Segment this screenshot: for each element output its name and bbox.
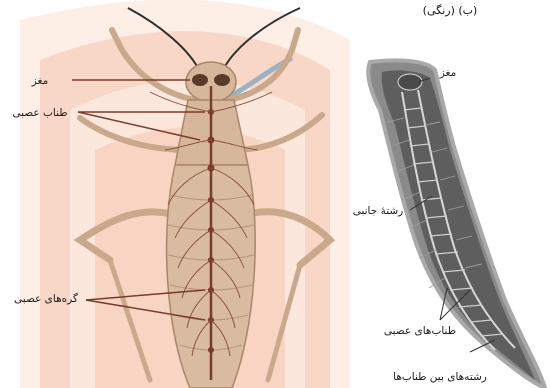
insect-brain-right-lobe xyxy=(214,74,230,86)
insect-label-nerve-cord: طناب عصبی xyxy=(12,107,67,119)
insect-brain-left-lobe xyxy=(192,74,208,86)
insect-label-ganglia: گره‌های عصبی xyxy=(14,292,78,305)
flatworm-label-brain: مغز xyxy=(439,67,456,79)
flatworm-figure: مغز رشتهٔ جانبی طناب‌های عصبی رشته‌های ب… xyxy=(353,60,545,388)
insect-label-brain: مغز xyxy=(31,75,48,87)
flatworm-label-nerve-cords: طناب‌های عصبی xyxy=(384,325,456,337)
flatworm-label-connecting-fibers: رشته‌های بین طناب‌ها xyxy=(393,371,487,383)
top-caption: (رنگی) (ب) xyxy=(423,4,478,17)
flatworm-label-lateral-cord: رشتهٔ جانبی xyxy=(353,205,404,217)
